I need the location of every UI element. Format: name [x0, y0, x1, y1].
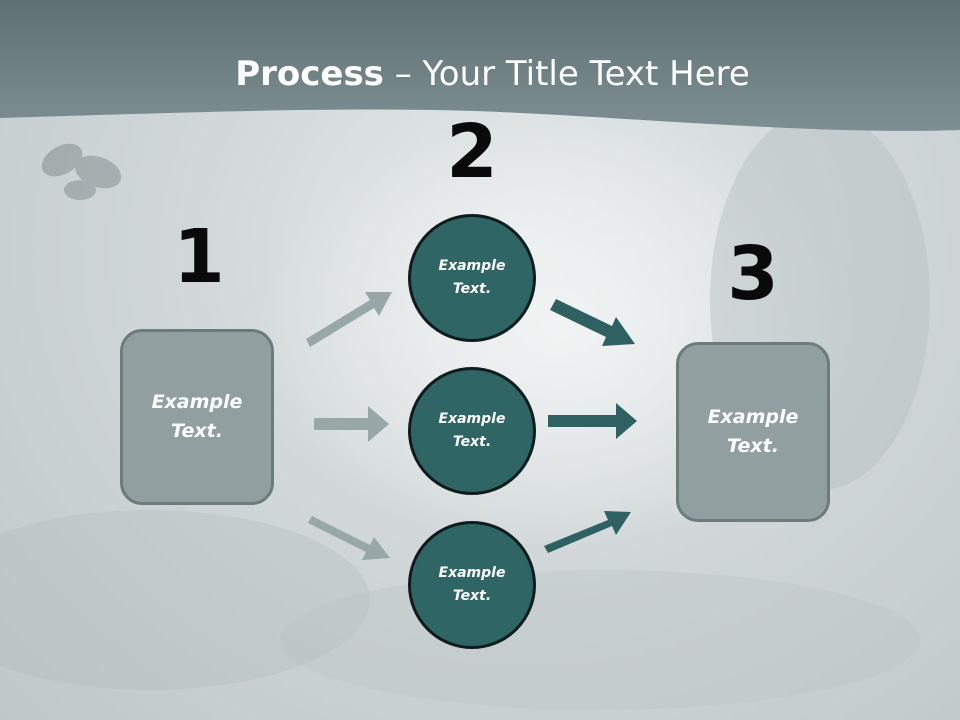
step-circle-middle-text: Example Text.: [438, 411, 506, 450]
step-circle-bottom-text: Example Text.: [438, 565, 506, 604]
header-band: [0, 0, 960, 131]
step-circle-top-text: Example Text.: [438, 258, 506, 297]
arrow-from-top-circle: [550, 299, 635, 346]
arrow-from-middle-circle: [548, 403, 637, 439]
arrow-to-bottom-circle: [308, 516, 390, 560]
step-number-3: 3: [727, 231, 779, 317]
arrow-from-bottom-circle: [544, 511, 631, 553]
step-circle-bottom: Example Text.: [408, 521, 536, 649]
step-box-1: Example Text.: [120, 329, 274, 505]
slide-title: Process – Your Title Text Here: [0, 52, 960, 96]
step-box-3-text: Example Text.: [707, 406, 799, 457]
title-rest: – Your Title Text Here: [383, 54, 750, 94]
step-circle-top: Example Text.: [408, 214, 536, 342]
step-number-1: 1: [173, 214, 225, 300]
step-number-2: 2: [446, 109, 498, 195]
arrow-to-middle-circle: [314, 406, 389, 442]
arrow-to-top-circle: [306, 292, 392, 347]
butterfly-decoration: [41, 143, 122, 200]
step-box-3: Example Text.: [676, 342, 830, 522]
background-shadow: [0, 510, 370, 690]
step-box-1-text: Example Text.: [151, 391, 243, 442]
step-circle-middle: Example Text.: [408, 367, 536, 495]
title-bold: Process: [235, 54, 384, 94]
